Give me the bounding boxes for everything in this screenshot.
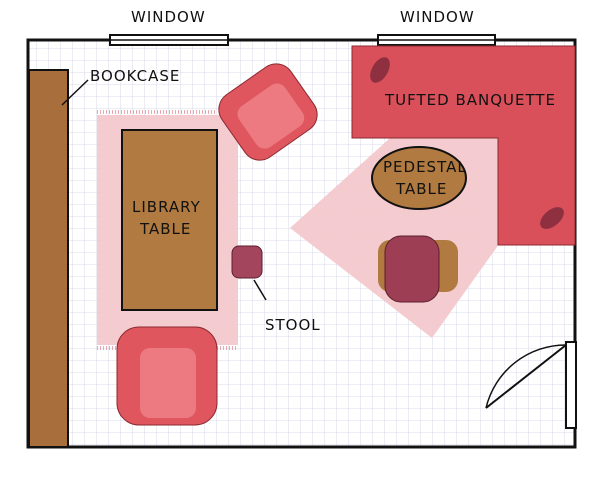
pedestal-table-label-1: PEDESTAL bbox=[383, 158, 467, 176]
bookcase bbox=[28, 69, 69, 448]
stool-leader-line bbox=[253, 279, 267, 301]
stool-label: STOOL bbox=[265, 316, 321, 334]
bookcase-leader-line bbox=[61, 79, 89, 106]
window-right bbox=[377, 34, 496, 46]
tufted-banquette bbox=[351, 45, 576, 246]
side-chair bbox=[378, 235, 458, 303]
armchair-top bbox=[218, 63, 318, 161]
window-left-label: WINDOW bbox=[131, 8, 206, 26]
library-table bbox=[121, 129, 218, 311]
armchair-bottom bbox=[116, 326, 218, 426]
window-left bbox=[109, 34, 229, 46]
pedestal-table bbox=[371, 146, 467, 210]
window-right-label: WINDOW bbox=[400, 8, 475, 26]
stool bbox=[231, 245, 263, 279]
library-table-label-1: LIBRARY bbox=[132, 198, 201, 216]
banquette-label: TUFTED BANQUETTE bbox=[384, 91, 556, 109]
pillow-icon bbox=[540, 207, 564, 229]
door bbox=[485, 341, 577, 429]
bookcase-label: BOOKCASE bbox=[90, 67, 180, 85]
pillow-icon bbox=[370, 57, 390, 83]
pedestal-table-label-2: TABLE bbox=[395, 180, 447, 198]
library-table-label-2: TABLE bbox=[139, 220, 191, 238]
